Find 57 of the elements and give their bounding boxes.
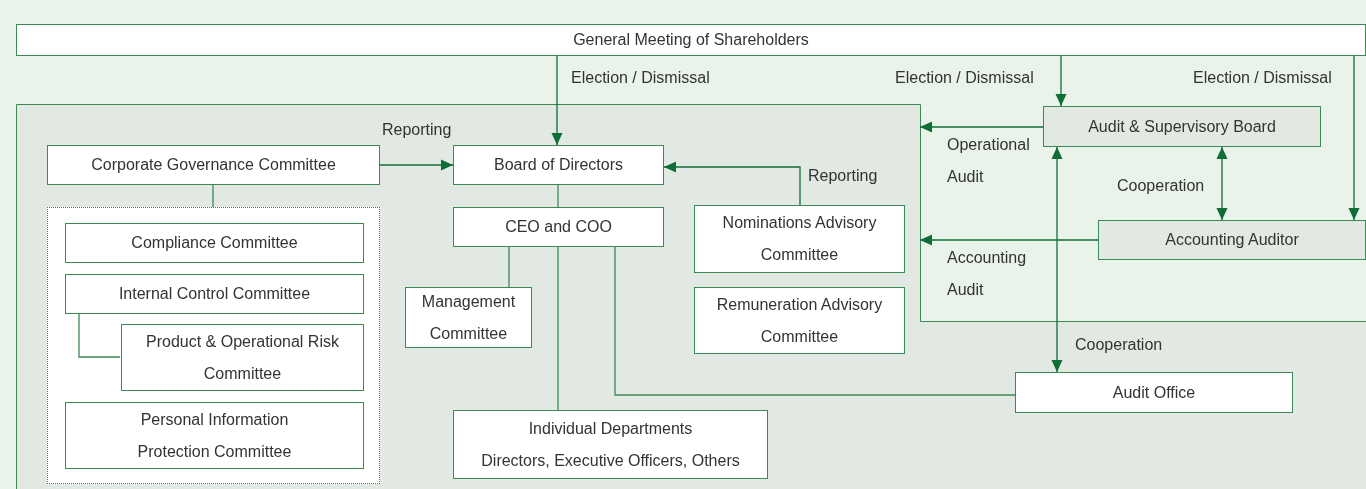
edge-label: Cooperation [1117,176,1205,196]
connector-line [557,184,559,208]
arrow [919,121,1044,133]
edge-label: Cooperation [1075,335,1163,355]
arrow [1055,55,1067,107]
edge-label: Operational Audit [947,135,1031,187]
committee-box [1015,372,1293,413]
box-label: Remuneration Advisory Committee [715,294,884,347]
connector-line [212,184,214,208]
edge-label: Election / Dismissal [1193,68,1332,88]
box-label: Accounting Auditor [1165,230,1299,250]
committee-box [65,223,364,263]
box-label: Directors, Executive Officers, Others [481,450,740,471]
arrow [663,161,801,206]
committee-box [405,287,532,348]
edge-label: Accounting Audit [947,248,1028,300]
committee-box [47,145,380,185]
committee-box [453,207,664,247]
committee-box [694,287,905,354]
committee-box [65,402,364,469]
connector-line [614,246,1016,396]
box-label: Compliance Committee [131,233,298,253]
committee-box [453,410,768,479]
connector-line [557,246,559,411]
box-label: Corporate Governance Committee [91,155,336,175]
box-label: Audit Office [1112,382,1196,403]
arrow [551,55,563,146]
arrow [1051,146,1063,373]
committee-box [453,145,664,185]
committee-box [121,324,364,391]
committee-box [694,205,905,273]
edge-label: Election / Dismissal [571,68,710,88]
arrow [379,159,454,171]
organization-panel [16,104,1366,489]
edge-label: Election / Dismissal [895,68,1034,88]
connector-line [508,246,510,288]
arrow [1216,146,1228,221]
box-label: Audit & Supervisory Board [1088,116,1276,137]
box-label: General Meeting of Shareholders [573,30,809,50]
committee-box [65,274,364,314]
arrow [919,234,1099,246]
box-label: Nominations Advisory Committee [721,213,878,265]
box-label: CEO and COO [505,217,612,237]
edge-label: Reporting [808,166,878,186]
edge-label: Reporting [382,120,452,140]
box-label: Personal Information Protection Committee [136,409,293,462]
auditor-box [1043,106,1321,147]
box-label: Individual Departments [528,418,693,439]
box-label: Management Committee [420,291,517,344]
meeting-bar [16,24,1366,56]
box-label: Board of Directors [494,155,623,175]
committee-group-box [47,207,380,484]
auditor-box [1098,220,1366,260]
arrow [1348,55,1360,221]
connector-line [78,312,121,358]
box-label: Product & Operational Risk Committee [145,331,340,384]
box-label: Internal Control Committee [118,284,311,304]
